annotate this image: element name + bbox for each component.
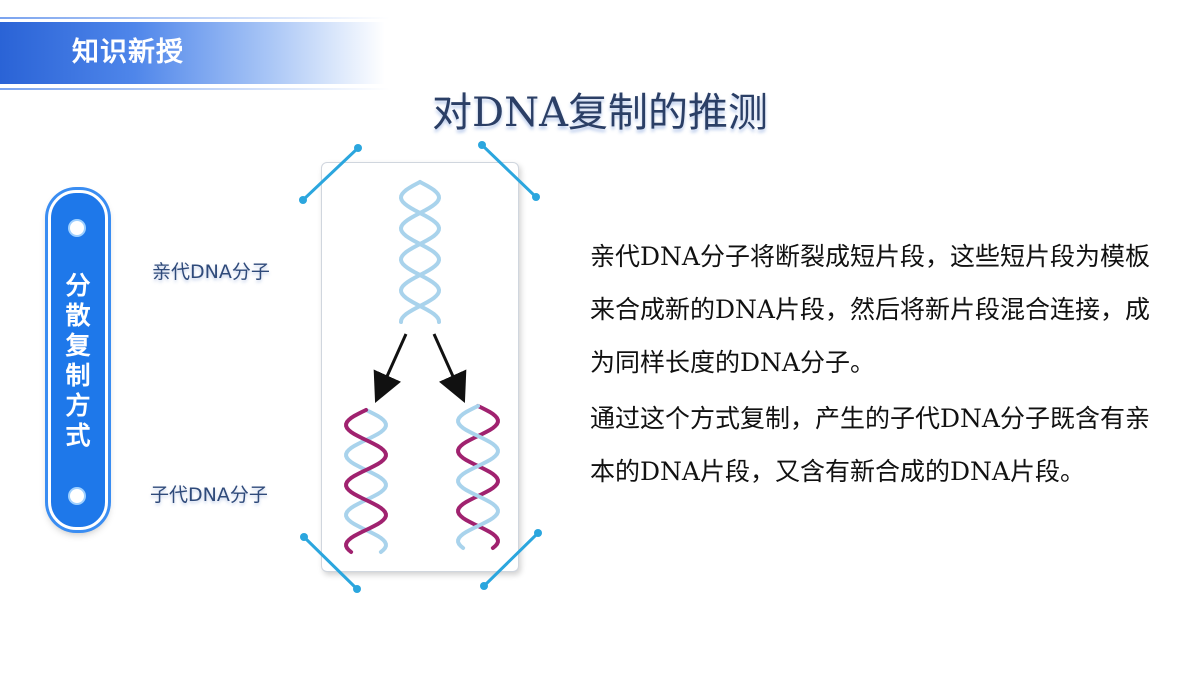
arrow-right xyxy=(432,333,467,403)
dna-strand xyxy=(398,180,442,324)
side-tab-bottom-dot xyxy=(70,489,84,503)
header-bottom-line xyxy=(0,88,390,90)
corner-connectors xyxy=(299,141,542,593)
arrow-left xyxy=(373,333,408,403)
parent-dna-helix xyxy=(398,180,442,324)
description-paragraph-2: 通过这个方式复制，产生的子代DNA分子既含有亲本的DNA片段，又含有新合成的DN… xyxy=(590,404,1150,486)
page-title: 对DNA复制的推测 xyxy=(432,90,768,136)
description-paragraph-1: 亲代DNA分子将断裂成短片段，这些短片段为模板来合成新的DNA片段，然后将新片段… xyxy=(590,242,1150,377)
section-label: 知识新授 xyxy=(72,37,184,68)
child-dna-label: 子代DNA分子 xyxy=(150,484,268,506)
child-dna-helix-1 xyxy=(344,408,388,554)
side-tab: 分散复制方式 xyxy=(48,190,108,530)
dna-strand xyxy=(344,408,388,554)
dna-illustration-panel xyxy=(321,162,519,572)
header-top-line xyxy=(0,17,390,19)
child-dna-helix-2 xyxy=(456,404,500,550)
dna-strand xyxy=(398,180,442,324)
side-tab-top-dot xyxy=(70,221,84,235)
side-tab-label: 分散复制方式 xyxy=(65,271,91,450)
dna-strand xyxy=(456,404,500,550)
header-band xyxy=(0,22,385,84)
dna-strand xyxy=(456,404,500,550)
parent-dna-label: 亲代DNA分子 xyxy=(152,261,270,283)
dna-strand xyxy=(344,408,388,554)
